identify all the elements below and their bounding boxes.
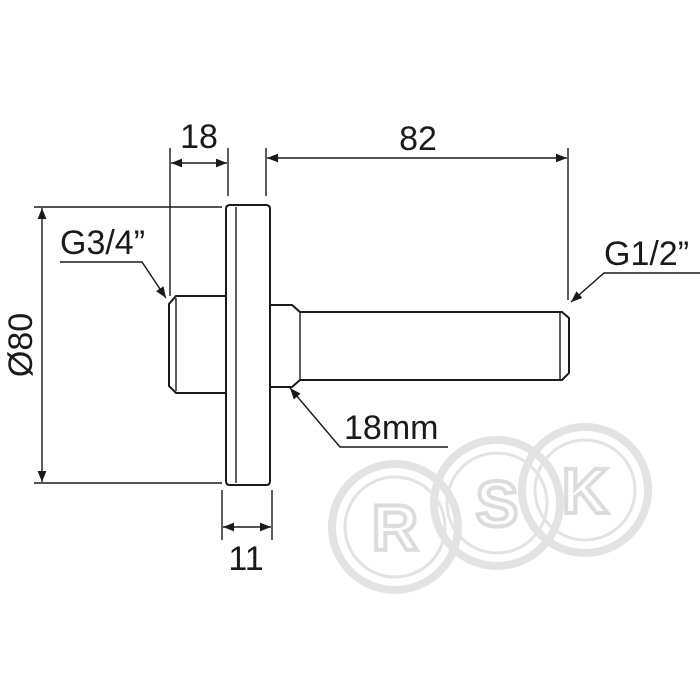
dimension-rear-boss-length: 18 (169, 118, 229, 296)
wrench-size-label: 18mm (344, 409, 438, 447)
rsk-watermark-logo: R S K (328, 423, 652, 594)
leader-thread-g34: G3/4” (60, 224, 167, 299)
dimension-label-82: 82 (399, 120, 437, 158)
shaft (270, 304, 570, 388)
rear-boss (168, 295, 226, 394)
leader-wrench-size: 18mm (289, 387, 448, 448)
dimension-shaft-length: 82 (265, 120, 569, 300)
watermark-letter-s: S (476, 468, 519, 540)
dimension-label-18: 18 (180, 118, 218, 156)
thread-label-g34: G3/4” (60, 224, 145, 262)
watermark-letter-r: R (372, 492, 418, 564)
part-outline (168, 204, 570, 486)
dimension-label-11: 11 (228, 540, 263, 578)
leader-thread-g12: G1/2” (570, 235, 700, 303)
dimension-flange-diameter: Ø80 (2, 206, 222, 484)
thread-label-g12: G1/2” (604, 235, 689, 273)
dimension-flange-thickness: 11 (221, 490, 273, 578)
flange (225, 204, 271, 486)
dimension-label-diameter-80: Ø80 (2, 313, 40, 377)
watermark-letter-k: K (562, 455, 608, 527)
